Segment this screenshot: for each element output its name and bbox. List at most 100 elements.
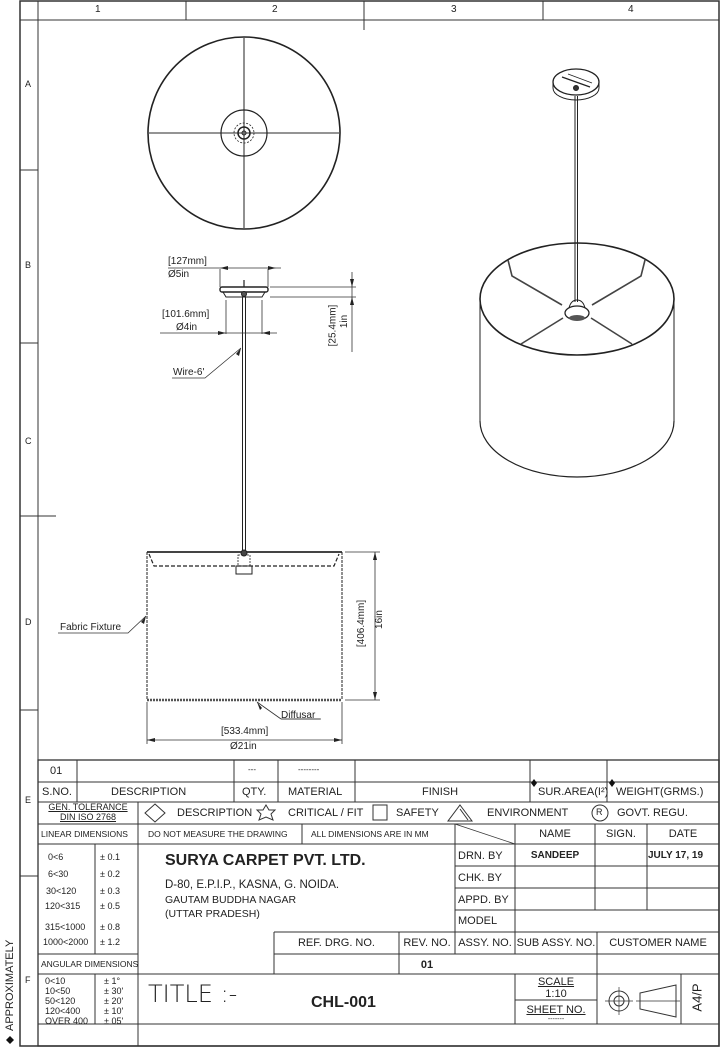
front-view	[146, 280, 343, 702]
bom-material: --------	[298, 765, 320, 774]
star-icon	[255, 804, 277, 821]
company-address-2: GAUTAM BUDDHA NAGAR	[165, 894, 297, 906]
canopy-diameter-mm: [127mm]	[168, 256, 207, 267]
row-label: A	[25, 79, 32, 89]
row-label: F	[25, 975, 31, 985]
tol-range: 1000<2000	[43, 937, 89, 947]
din-iso: DIN ISO 2768	[59, 812, 117, 822]
ang-range: OVER 400	[45, 1016, 89, 1026]
ang-value: ± 1°	[104, 976, 121, 986]
tol-value: ± 0.2	[100, 869, 120, 879]
model-label: MODEL	[458, 915, 498, 927]
tol-range: 30<120	[46, 886, 77, 896]
canopy-diameter-in: Ø5in	[168, 269, 190, 280]
column-label: 1	[95, 4, 101, 15]
column-label: 4	[628, 4, 634, 15]
gen-tolerance: GEN. TOLERANCE	[48, 802, 128, 812]
row-label: D	[25, 617, 32, 627]
bom-header-weight: WEIGHT(GRMS.)	[616, 786, 704, 798]
row-label: B	[25, 260, 32, 270]
scale-label: SCALE	[537, 976, 575, 988]
title-block-grid	[37, 759, 720, 1047]
tol-value: ± 0.3	[100, 886, 120, 896]
company-address-3: (UTTAR PRADESH)	[165, 908, 260, 920]
legend-safety: SAFETY	[396, 807, 439, 819]
ang-value: ± 30'	[104, 986, 124, 996]
approximately-note: APPROXIMATELY	[4, 939, 16, 1031]
diamond-icon	[144, 803, 166, 823]
shade-height-in: 16in	[373, 610, 385, 629]
tol-range: 120<315	[45, 901, 81, 911]
first-angle-projection-icon	[605, 984, 680, 1018]
shade-width-mm: [533.4mm]	[221, 726, 269, 737]
arrowheads	[141, 266, 377, 742]
rev-no-value: 01	[420, 959, 434, 971]
top-view	[147, 36, 341, 230]
drn-by-date: JULY 17, 19	[648, 850, 704, 861]
shade-width-in: Ø21in	[230, 741, 257, 752]
isometric-view	[479, 68, 675, 478]
drn-by-label: DRN. BY	[458, 850, 503, 862]
customer-name-label: CUSTOMER NAME	[609, 937, 707, 949]
ang-range: 50<120	[45, 996, 76, 1006]
column-label: 3	[451, 4, 457, 15]
sheet-no-label: SHEET NO.	[526, 1004, 586, 1016]
wire-label: Wire-6'	[173, 367, 205, 378]
paper-size: A4/P	[689, 983, 705, 1012]
tol-range: 0<6	[48, 852, 64, 862]
legend-critical: CRITICAL / FIT	[288, 807, 364, 819]
drn-by-name: SANDEEP	[530, 850, 580, 861]
approvals-header-name: NAME	[539, 828, 571, 840]
shade-height-mm: [406.4mm]	[356, 599, 368, 648]
all-dimensions-note: ALL DIMENSIONS ARE IN MM	[311, 829, 429, 839]
canopy-height-mm: [25.4mm]	[327, 304, 339, 347]
canopy-inner-mm: [101.6mm]	[162, 309, 210, 320]
angular-dimensions-label: ANGULAR DIMENSIONS	[41, 959, 139, 969]
drawing-title: CHL-001	[311, 994, 376, 1011]
scale-value: 1:10	[545, 988, 567, 1000]
ang-range: 120<400	[45, 1006, 81, 1016]
ang-range: 0<10	[45, 976, 66, 986]
ang-range: 10<50	[45, 986, 71, 996]
column-label: 2	[272, 4, 278, 15]
bom-header-sno: S.NO.	[42, 786, 72, 798]
bom-header-description: DESCRIPTION	[111, 786, 187, 798]
canopy-height-in: 1in	[339, 314, 351, 329]
sub-assy-no-label: SUB ASSY. NO.	[516, 937, 596, 949]
bom-qty: ---	[248, 765, 256, 774]
tol-range: 315<1000	[45, 922, 86, 932]
triangle-icon	[447, 804, 473, 822]
assy-no-label: ASSY. NO.	[458, 937, 512, 949]
ref-drg-label: REF. DRG. NO.	[297, 937, 375, 949]
legend-environment: ENVIRONMENT	[487, 807, 569, 819]
diffuser-label: Diffusar	[281, 710, 316, 721]
approvals-header-date: DATE	[668, 828, 698, 840]
chk-by-label: CHK. BY	[458, 872, 503, 884]
row-label: C	[25, 436, 32, 446]
bom-header-sur-area: SUR.AREA(I²)	[538, 786, 609, 798]
company-name: SURYA CARPET PVT. LTD.	[165, 852, 366, 869]
tol-range: 6<30	[48, 869, 69, 879]
circle-r-letter: R	[596, 807, 603, 817]
tol-value: ± 0.5	[100, 901, 120, 911]
legend-govt: GOVT. REGU.	[617, 807, 688, 819]
bom-sno: 01	[50, 765, 63, 777]
rev-no-label: REV. NO.	[403, 937, 451, 949]
bom-header-material: MATERIAL	[288, 786, 343, 798]
tol-value: ± 0.1	[100, 852, 120, 862]
tol-value: ± 1.2	[100, 937, 120, 947]
bom-header-qty: QTY.	[242, 786, 267, 798]
fabric-fixture-label: Fabric Fixture	[60, 622, 122, 633]
ang-value: ± 10'	[104, 1006, 124, 1016]
ang-value: ± 20'	[104, 996, 124, 1006]
canopy-inner-in: Ø4in	[176, 322, 198, 333]
legend-description: DESCRIPTION	[177, 807, 253, 819]
approvals-header-sign: SIGN.	[606, 828, 636, 840]
bom-header-finish: FINISH	[422, 786, 459, 798]
tol-value: ± 0.8	[100, 922, 120, 932]
company-address-1: D-80, E.P.I.P., KASNA, G. NOIDA.	[165, 879, 340, 891]
sheet-no-value: -------	[547, 1016, 565, 1023]
linear-dimensions-label: LINEAR DIMENSIONS	[41, 829, 128, 839]
ang-value: ± 05'	[104, 1016, 124, 1026]
